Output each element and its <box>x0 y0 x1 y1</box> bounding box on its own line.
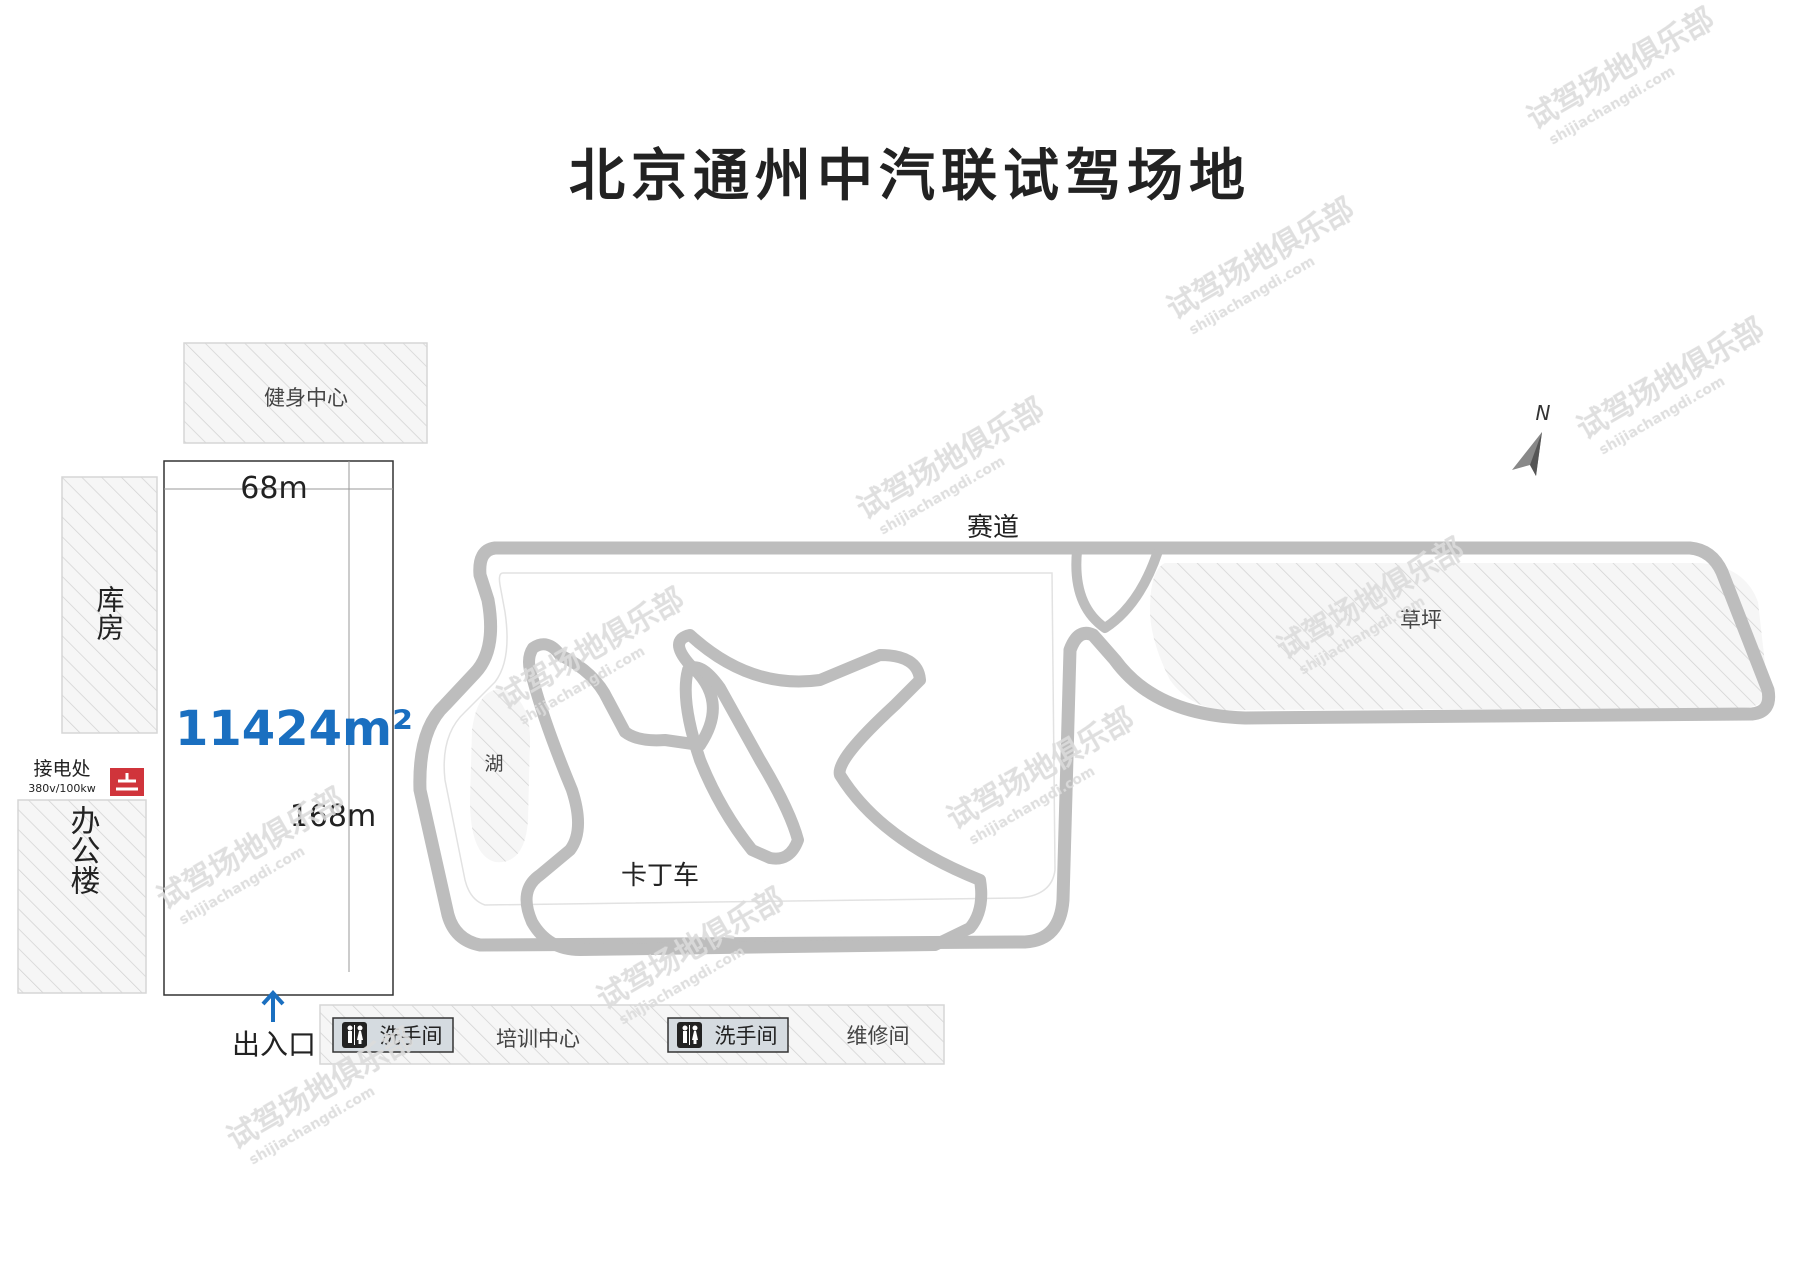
office-building: 办公楼 <box>17 799 147 994</box>
watermark: 试驾场地俱乐部 shijiachangdi.com <box>941 702 1140 849</box>
restroom-1: 洗手间 <box>332 1017 454 1053</box>
restroom-2: 洗手间 <box>667 1017 789 1053</box>
lot-length-label: 168m <box>290 799 376 834</box>
kart-label: 卡丁车 <box>621 861 699 891</box>
restroom-label: 洗手间 <box>715 1024 778 1048</box>
office-label: 办公楼 <box>65 805 101 895</box>
lawn-area <box>1150 563 1768 710</box>
repair-shop-label: 维修间 <box>847 1024 910 1048</box>
north-label: N <box>1536 401 1551 425</box>
watermark-brand: 试驾场地俱乐部 <box>491 582 690 717</box>
track-inner-edge <box>443 572 1056 906</box>
warehouse-label: 库房 <box>93 585 126 641</box>
watermark-brand: 试驾场地俱乐部 <box>941 702 1140 837</box>
gym-building: 健身中心 <box>183 342 428 444</box>
north-arrow-icon <box>1512 432 1542 476</box>
watermark: 试驾场地俱乐部 shijiachangdi.com <box>1571 312 1770 459</box>
training-center-label: 培训中心 <box>496 1027 580 1051</box>
lake-label: 湖 <box>484 753 503 775</box>
power-spec: 380v/100kw <box>28 782 96 795</box>
warehouse-building: 库房 <box>61 476 158 734</box>
watermark-brand: 试驾场地俱乐部 <box>1161 192 1360 327</box>
main-track <box>413 541 1776 952</box>
lot-width-label: 68m <box>240 471 307 506</box>
power-outlet-icon <box>110 768 144 796</box>
watermark: 试驾场地俱乐部 shijiachangdi.com <box>1521 2 1720 149</box>
watermark-brand: 试驾场地俱乐部 <box>1521 2 1720 137</box>
watermark: 试驾场地俱乐部 shijiachangdi.com <box>851 392 1050 539</box>
page-title: 北京通州中汽联试驾场地 <box>569 144 1251 209</box>
restroom-icon <box>677 1022 702 1048</box>
parking-lot: 68m 11424m² 168m <box>163 460 413 996</box>
entrance: 出入口 <box>232 990 316 1061</box>
entrance-label: 出入口 <box>232 1028 316 1061</box>
arrow-up-icon <box>261 990 285 1022</box>
power-label: 接电处 <box>33 758 90 780</box>
track-area: 赛道 草坪 湖 卡丁车 <box>413 513 1776 956</box>
kart-track-inner <box>679 661 804 865</box>
power-supply: 接电处 380v/100kw <box>28 758 144 796</box>
watermark-brand: 试驾场地俱乐部 <box>1571 312 1770 447</box>
lake-area <box>470 689 530 863</box>
watermark: 试驾场地俱乐部 shijiachangdi.com <box>1161 192 1360 339</box>
gym-label: 健身中心 <box>264 386 348 410</box>
restroom-icon <box>342 1022 367 1048</box>
kart-track <box>520 629 988 956</box>
lot-area: 11424m² <box>175 701 413 757</box>
training-repair-building: 洗手间 培训中心 洗手间 维修间 <box>319 1004 945 1065</box>
restroom-label: 洗手间 <box>380 1024 443 1048</box>
track-connector <box>1071 549 1163 633</box>
track-label: 赛道 <box>967 513 1019 543</box>
watermark-brand: 试驾场地俱乐部 <box>851 392 1050 527</box>
lawn-label: 草坪 <box>1400 608 1442 632</box>
north-arrow: N <box>1512 401 1551 476</box>
